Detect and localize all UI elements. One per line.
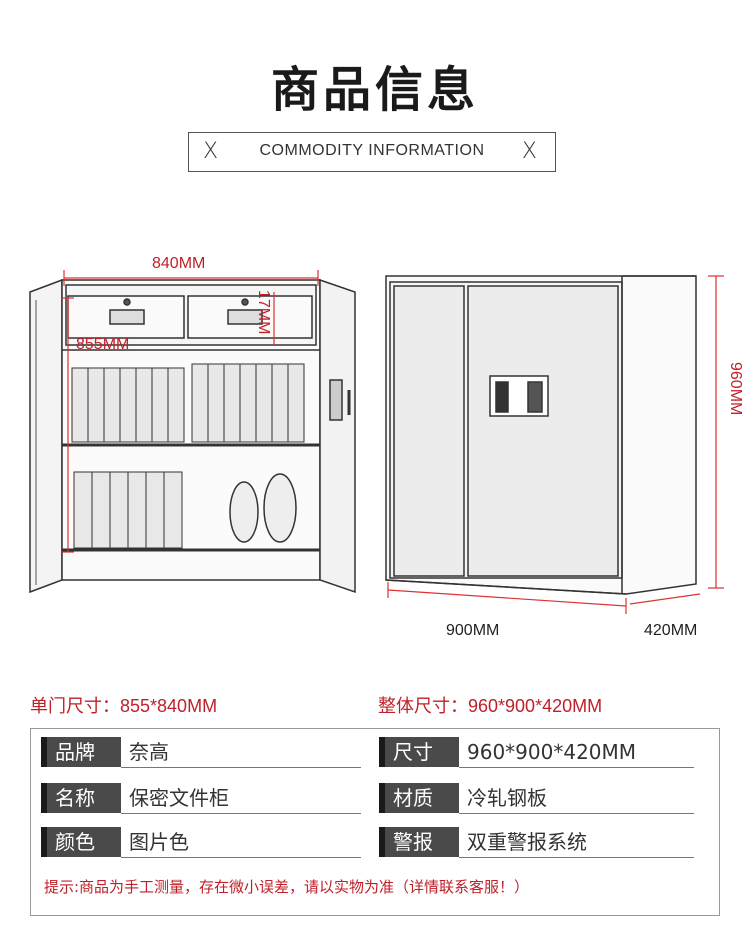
spec-label-name: 名称	[41, 783, 121, 813]
single-door-size-label: 单门尺寸：	[30, 696, 120, 717]
overall-size-value: 960*900*420MM	[468, 696, 603, 716]
inner-height-label: 855MM	[76, 336, 130, 353]
total-height-label: 960MM	[727, 362, 744, 416]
spec-value-material: 冷轧钢板	[459, 783, 694, 814]
page-title: 商品信息	[270, 62, 479, 118]
single-door-size-value: 855*840MM	[120, 696, 218, 716]
total-depth-label: 420MM	[644, 622, 698, 639]
spec-label-brand: 品牌	[41, 737, 121, 767]
spec-value-name: 保密文件柜	[121, 783, 361, 814]
subtitle: COMMODITY INFORMATION	[259, 142, 485, 159]
spec-label-color: 颜色	[41, 827, 121, 857]
subtitle-box: X COMMODITY INFORMATION X	[188, 132, 556, 172]
spec-value-size: 960*900*420MM	[459, 737, 694, 768]
overall-size-label: 整体尺寸：	[378, 696, 468, 717]
measurement-note: 提示:商品为手工测量，存在微小误差，请以实物为准（详情联系客服！）	[44, 878, 530, 896]
spec-value-alarm: 双重警报系统	[459, 827, 694, 858]
spec-label-material: 材质	[379, 783, 459, 813]
spec-table: 品牌 奈高 尺寸 960*900*420MM 名称 保密文件柜 材质 冷轧钢板 …	[30, 728, 720, 916]
spec-label-alarm: 警报	[379, 827, 459, 857]
inner-width-label: 840MM	[152, 255, 206, 272]
cabinet-illustration	[29, 270, 724, 614]
spec-value-brand: 奈高	[121, 737, 361, 768]
spec-label-size: 尺寸	[379, 737, 459, 767]
overall-size: 整体尺寸：960*900*420MM	[378, 692, 602, 718]
spec-value-color: 图片色	[121, 827, 361, 858]
closed-cabinet	[385, 275, 697, 595]
single-door-size: 单门尺寸：855*840MM	[30, 692, 217, 718]
right-x-mark: X	[521, 139, 537, 164]
drawer-height-label: 17MM	[255, 290, 272, 335]
total-width-label: 900MM	[446, 622, 500, 639]
left-x-mark: X	[203, 139, 219, 164]
open-cabinet	[29, 278, 356, 594]
